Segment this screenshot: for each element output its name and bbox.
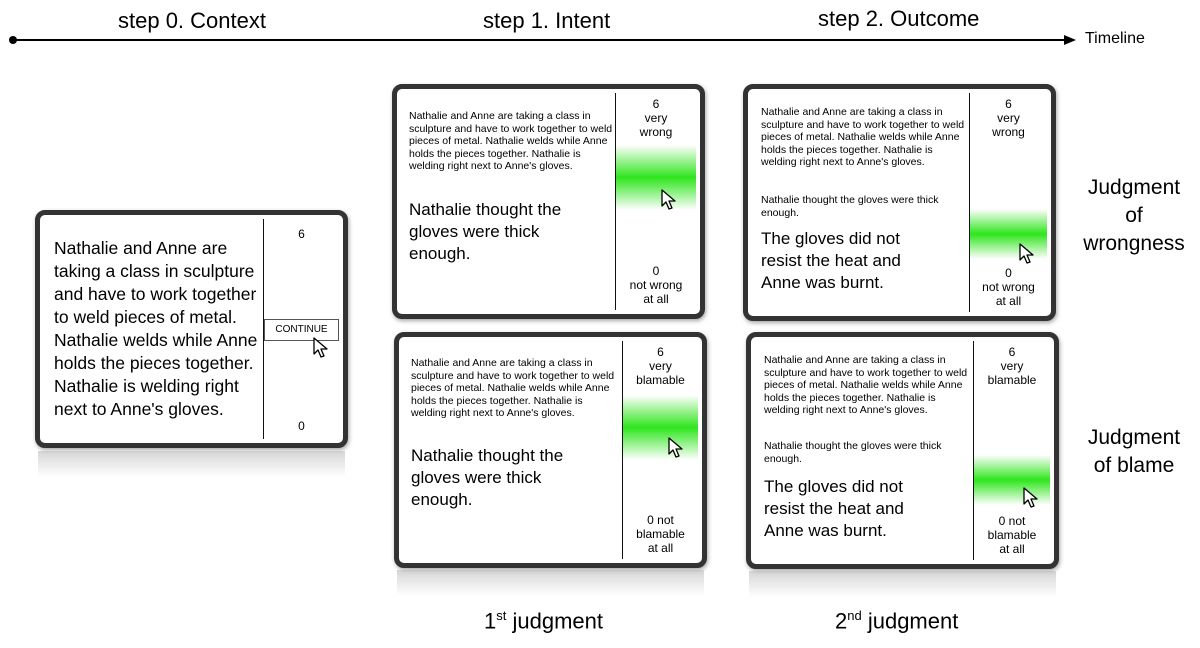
wrongness-scale: 6 very wrong 0 not wrong at all — [969, 93, 1047, 312]
intent-text: Nathalie thought the gloves were thick e… — [409, 200, 562, 263]
scale-bottom-label: 0 not wrong at all — [982, 266, 1035, 308]
outcome-text: The gloves did not resist the heat and A… — [764, 477, 904, 540]
context-small-text: Nathalie and Anne are taking a class in … — [761, 106, 965, 168]
intent-wrongness-card: Nathalie and Anne are taking a class in … — [392, 84, 705, 319]
intent-blame-card: Nathalie and Anne are taking a class in … — [394, 332, 707, 568]
context-small-text: Nathalie and Anne are taking a class in … — [764, 354, 968, 416]
step0-label: step 0. Context — [118, 8, 266, 33]
scale-bottom-label: 0 not blamable at all — [987, 514, 1037, 556]
cursor-arrow-icon — [661, 189, 676, 210]
selected-rating-highlight[interactable] — [623, 395, 698, 460]
scale-top-label: 6 very blamable — [987, 345, 1037, 387]
scale-bottom-label: 0 not blamable at all — [636, 513, 685, 555]
outcome-text: The gloves did not resist the heat and A… — [761, 229, 901, 292]
cursor-arrow-icon — [313, 337, 328, 358]
scale-bottom-value: 0 — [298, 419, 305, 433]
scale-top-label: 6 very blamable — [636, 345, 685, 387]
scale-top-value: 6 — [298, 227, 305, 241]
context-small-text: Nathalie and Anne are taking a class in … — [409, 110, 613, 172]
blame-scale: 6 very blamable 0 not blamable at all — [622, 341, 698, 559]
selected-rating-highlight[interactable] — [970, 209, 1047, 259]
selected-rating-highlight[interactable] — [616, 145, 696, 210]
intent-small-text: Nathalie thought the gloves were thick e… — [764, 440, 942, 465]
step1-label: step 1. Intent — [483, 8, 611, 33]
scale-top-label: 6 very wrong — [992, 97, 1025, 139]
outcome-card-reflection — [749, 571, 1056, 597]
selected-rating-highlight[interactable] — [974, 455, 1050, 505]
context-small-text: Nathalie and Anne are taking a class in … — [411, 357, 615, 419]
scale-top-label: 6 very wrong — [639, 97, 673, 139]
intent-card-reflection — [397, 570, 704, 596]
outcome-blame-card: Nathalie and Anne are taking a class in … — [746, 332, 1059, 569]
cursor-arrow-icon — [668, 437, 683, 458]
outcome-wrongness-card: Nathalie and Anne are taking a class in … — [743, 84, 1056, 321]
cursor-arrow-icon — [1023, 487, 1038, 508]
second-judgment-label: 2nd judgment — [835, 608, 959, 634]
blame-scale: 6 very blamable 0 not blamable at all — [973, 341, 1050, 560]
timeline-axis — [9, 35, 1076, 45]
context-text: Nathalie and Anne are taking a class in … — [54, 238, 258, 419]
step2-label: step 2. Outcome — [818, 6, 980, 31]
continue-button[interactable]: CONTINUE — [264, 319, 339, 341]
wrongness-row-label: Judgment of wrongness — [1083, 176, 1185, 255]
wrongness-scale: 6 very wrong 0 not wrong at all — [615, 93, 696, 310]
intent-small-text: Nathalie thought the gloves were thick e… — [761, 194, 939, 219]
context-card: Nathalie and Anne are taking a class in … — [35, 210, 348, 448]
context-card-reflection — [38, 451, 345, 477]
timeline-arrowhead-icon — [1064, 35, 1076, 45]
blame-row-label: Judgment of blame — [1087, 426, 1181, 477]
cursor-arrow-icon — [1019, 243, 1034, 264]
first-judgment-label: 1st judgment — [484, 608, 603, 634]
timeline-label: Timeline — [1085, 30, 1145, 47]
scale-bottom-label: 0 not wrong at all — [629, 264, 683, 306]
context-scale: 6 CONTINUE 0 — [263, 219, 339, 439]
intent-text: Nathalie thought the gloves were thick e… — [411, 446, 564, 509]
